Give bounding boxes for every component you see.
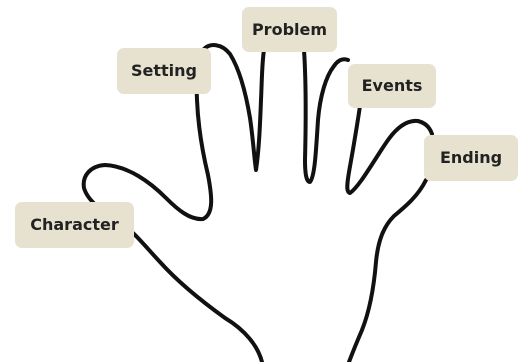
label-events: Events [348, 64, 436, 108]
hand-outline-path-middle [304, 50, 348, 182]
label-setting: Setting [117, 48, 211, 94]
hand-outline-path-right [349, 180, 426, 362]
label-problem: Problem [242, 7, 337, 52]
label-ending: Ending [424, 135, 518, 181]
hand-outline-path-ring [347, 106, 432, 193]
label-character: Character [15, 202, 134, 248]
